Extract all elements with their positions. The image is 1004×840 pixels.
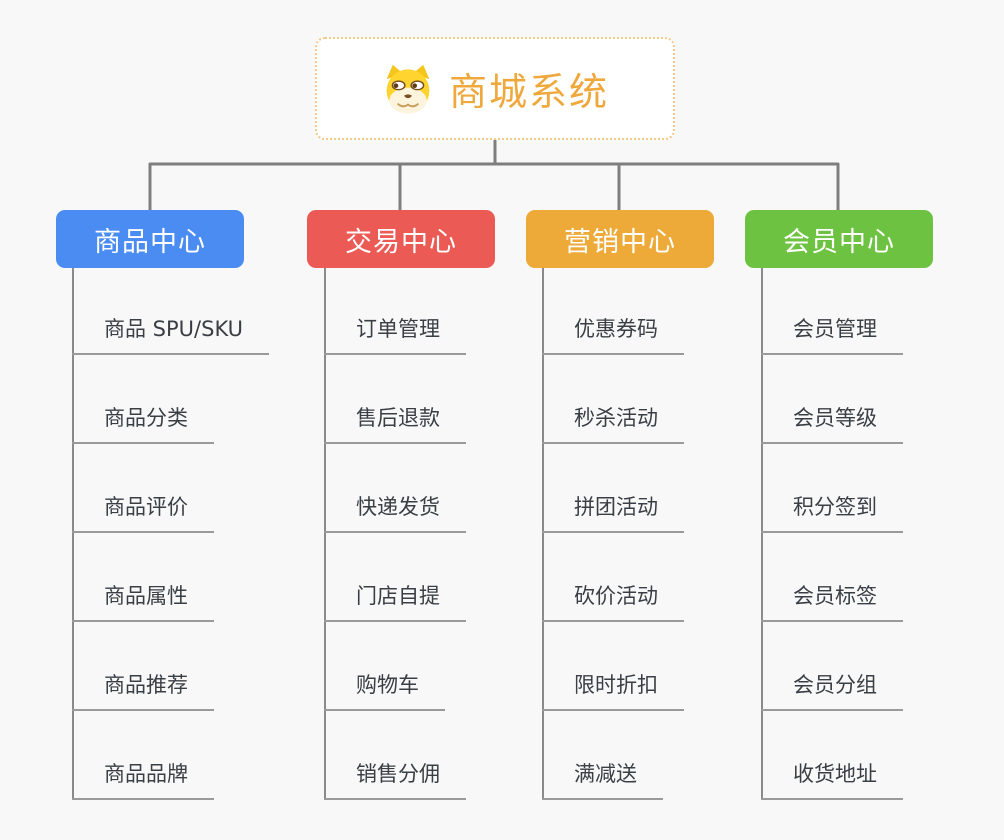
child-node[interactable]: 砍价活动: [542, 581, 684, 622]
branch-label: 营销中心: [564, 226, 676, 258]
child-node[interactable]: 会员标签: [761, 581, 903, 622]
branch-node-member-center[interactable]: 会员中心: [745, 210, 933, 268]
child-node[interactable]: 商品分类: [72, 403, 214, 444]
child-node[interactable]: 优惠券码: [542, 314, 684, 355]
branch-node-marketing-center[interactable]: 营销中心: [526, 210, 714, 268]
child-node[interactable]: 秒杀活动: [542, 403, 684, 444]
child-node[interactable]: 商品评价: [72, 492, 214, 533]
child-node[interactable]: 会员分组: [761, 670, 903, 711]
child-node[interactable]: 满减送: [542, 759, 663, 800]
child-node[interactable]: 会员等级: [761, 403, 903, 444]
child-node[interactable]: 商品推荐: [72, 670, 214, 711]
child-node[interactable]: 快递发货: [324, 492, 466, 533]
child-node[interactable]: 门店自提: [324, 581, 466, 622]
branch-label: 交易中心: [345, 226, 457, 258]
child-node[interactable]: 订单管理: [324, 314, 466, 355]
branch-label: 会员中心: [783, 226, 895, 258]
child-node[interactable]: 商品属性: [72, 581, 214, 622]
branch-child-line: [761, 268, 763, 800]
dog-face-icon: [386, 64, 430, 114]
branch-node-trade-center[interactable]: 交易中心: [307, 210, 495, 268]
branch-label: 商品中心: [94, 226, 206, 258]
branch-child-line: [542, 268, 544, 800]
child-node[interactable]: 会员管理: [761, 314, 903, 355]
child-node[interactable]: 购物车: [324, 670, 445, 711]
branch-node-product-center[interactable]: 商品中心: [56, 210, 244, 268]
child-node[interactable]: 商品品牌: [72, 759, 214, 800]
root-node[interactable]: 商城系统: [315, 37, 675, 140]
child-node[interactable]: 销售分佣: [324, 759, 466, 800]
child-node[interactable]: 积分签到: [761, 492, 903, 533]
child-node[interactable]: 拼团活动: [542, 492, 684, 533]
branch-child-line: [72, 268, 74, 800]
child-node[interactable]: 限时折扣: [542, 670, 684, 711]
branch-child-line: [324, 268, 326, 800]
child-node[interactable]: 商品 SPU/SKU: [72, 314, 270, 355]
child-node[interactable]: 收货地址: [761, 759, 903, 800]
child-node[interactable]: 售后退款: [324, 403, 466, 444]
trunk-connectors: [148, 138, 840, 212]
root-title: 商城系统: [448, 70, 609, 114]
